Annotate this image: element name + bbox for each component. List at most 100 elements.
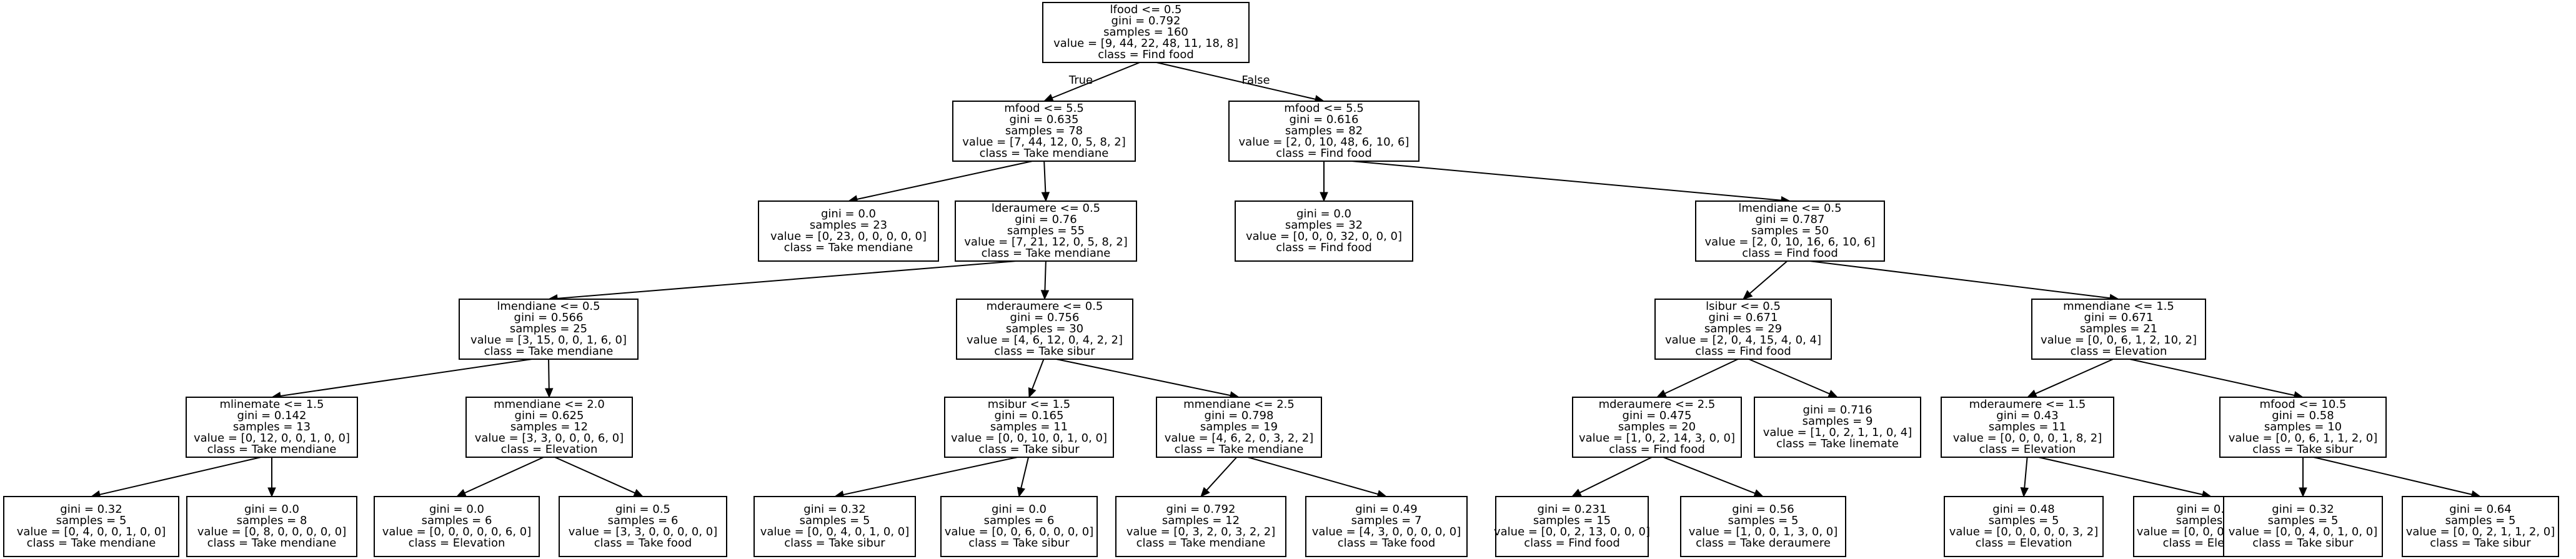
tree-edge: [1056, 359, 1240, 400]
arrowhead-icon: [1743, 290, 1753, 300]
node-box: [940, 496, 1098, 557]
node-text-line: gini = 0.32: [803, 503, 865, 516]
node-text-line: gini = 0.0: [992, 503, 1047, 516]
tree-edge: [2020, 457, 2029, 498]
edge-line: [2129, 359, 2295, 396]
tree-edge: [1041, 161, 1050, 202]
node-text-line: gini = 0.142: [237, 409, 307, 422]
node-text-line: value = [0, 0, 0, 32, 0, 0, 0]: [1246, 230, 1402, 243]
node-text-line: samples = 13: [233, 420, 311, 433]
node-text-line: gini = 0.64: [2449, 503, 2511, 516]
tree-edge: [2038, 457, 2212, 499]
node-box: [1228, 101, 1420, 162]
node-text-line: value = [0, 12, 0, 0, 1, 0, 0]: [194, 432, 350, 445]
arrowhead-icon: [633, 488, 644, 497]
node-box: [955, 200, 1137, 262]
node-box: [2223, 496, 2383, 557]
node-text-line: class = Take mendiane: [27, 537, 156, 550]
arrowhead-icon: [545, 388, 554, 398]
arrowhead-icon: [2020, 487, 2029, 498]
node-box: [1495, 496, 1649, 557]
node-text-line: gini = 0.231: [1538, 503, 1607, 516]
node-text-line: value = [7, 21, 12, 0, 5, 8, 2]: [964, 235, 1127, 249]
node-text-line: gini = 0.0: [429, 503, 484, 516]
node-text-line: mfood <= 10.5: [2259, 398, 2346, 411]
edge-line: [1247, 457, 1378, 495]
node-text-line: class = Take sibur: [784, 537, 885, 550]
node-text-line: gini = 0.32: [60, 503, 122, 516]
node-text-line: value = [2, 0, 10, 16, 6, 10, 6]: [1705, 235, 1876, 249]
edge-line: [843, 457, 1018, 496]
node-text-line: mmendiane <= 2.0: [494, 398, 605, 411]
tree-edge: [455, 457, 544, 497]
node-text-line: lmendiane <= 0.5: [1738, 202, 1841, 215]
node-box: [3, 496, 179, 557]
arrowhead-icon: [1043, 94, 1054, 102]
edge-line: [1351, 161, 1782, 201]
tree-edge: [1247, 457, 1388, 498]
tree-edge: [545, 359, 554, 398]
node-text-line: class = Elevation: [501, 443, 598, 456]
node-text-line: gini = 0.671: [2084, 311, 2154, 324]
node-text-line: samples = 160: [1103, 26, 1188, 39]
node-text-line: samples = 5: [1989, 514, 2059, 527]
node-text-line: samples = 82: [1285, 124, 1363, 137]
node-box: [459, 299, 639, 360]
tree-edge: [1743, 260, 1788, 300]
node-text-line: value = [1, 0, 2, 14, 3, 0, 0]: [1579, 432, 1735, 445]
node-text-line: samples = 12: [510, 420, 588, 433]
node-box: [2402, 496, 2559, 557]
node-box: [1944, 496, 2104, 557]
node-box: [1941, 397, 2114, 458]
node-text-line: class = Take sibur: [2252, 537, 2354, 550]
node-box: [465, 397, 633, 458]
edge-line: [280, 359, 532, 397]
node-text-line: value = [3, 3, 0, 0, 0, 0, 0]: [569, 525, 718, 538]
tree-edge: [1351, 161, 1791, 205]
node-text-line: value = [0, 0, 6, 1, 2, 10, 2]: [2041, 334, 2197, 347]
edge-line: [1020, 457, 1030, 488]
node-box: [374, 496, 540, 557]
node-text-line: samples = 12: [1162, 514, 1240, 527]
tree-edge: [1017, 457, 1030, 498]
node-box: [753, 496, 916, 557]
node-text-line: gini = 0.566: [514, 311, 584, 324]
node-text-line: mderaumere <= 1.5: [1969, 398, 2086, 411]
tree-edge: [1656, 359, 1739, 398]
node-box: [758, 200, 939, 262]
node-text-line: samples = 29: [1704, 322, 1782, 335]
node-text-line: samples = 30: [1006, 322, 1083, 335]
node-text-line: gini = 0.716: [1803, 403, 1872, 417]
edge-line: [554, 457, 635, 494]
node-text-line: msibur <= 1.5: [988, 398, 1070, 411]
arrowhead-icon: [1753, 489, 1764, 497]
node-text-line: gini = 0.0: [1296, 207, 1351, 220]
node-text-line: value = [0, 0, 6, 0, 0, 0, 0]: [945, 525, 1094, 538]
node-text-line: class = Take linemate: [1776, 437, 1899, 450]
node-text-line: class = Take sibur: [978, 443, 1080, 456]
node-text-line: gini = 0.5: [615, 503, 670, 516]
edge-line: [1032, 359, 1045, 390]
node-text-line: class = Find food: [1609, 443, 1705, 456]
node-text-line: value = [4, 6, 12, 0, 4, 2, 2]: [967, 334, 1123, 347]
node-box: [952, 101, 1136, 162]
tree-edge: [847, 161, 1033, 204]
node-text-line: class = Take food: [1338, 537, 1436, 550]
edge-line: [1748, 359, 1830, 395]
node-text-line: samples = 6: [984, 514, 1055, 527]
node-box: [1235, 200, 1413, 262]
node-text-line: value = [0, 8, 0, 0, 0, 0, 0]: [197, 525, 347, 538]
node-text-line: gini = 0.756: [1010, 311, 1080, 324]
